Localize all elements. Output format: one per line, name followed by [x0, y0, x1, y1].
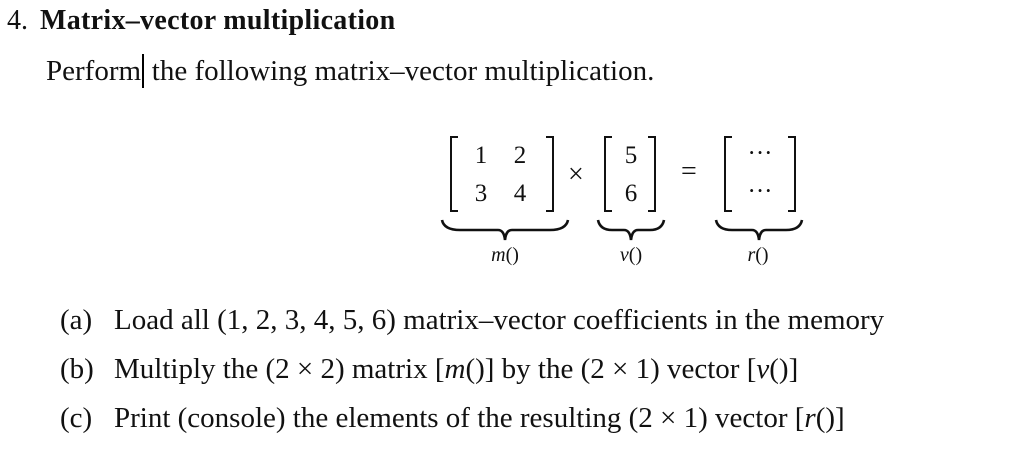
equals-operator: =: [681, 156, 697, 187]
result-left-bracket: [724, 136, 732, 212]
list-marker-a: (a): [60, 304, 93, 336]
result-cell-1: ···: [747, 140, 773, 167]
result-cell-2: ···: [747, 178, 773, 205]
result-reference: r: [804, 402, 816, 434]
vector-label: v(): [619, 244, 643, 266]
list-marker-b: (b): [60, 353, 94, 385]
text-cursor: [142, 54, 144, 88]
intro-text-before-caret: Perform: [46, 55, 142, 87]
vector-cell-1: 5: [624, 142, 638, 169]
multiply-operator: ×: [568, 159, 584, 190]
list-text-c-2: ()]: [815, 402, 845, 434]
list-text-b-3: ()]: [769, 353, 799, 385]
vector-underbrace-icon: [596, 219, 666, 241]
section-number: 4.: [7, 5, 28, 36]
matrix-label: m(): [491, 244, 519, 266]
matrix-cell-2-2: 4: [513, 180, 527, 207]
vector-left-bracket: [604, 136, 612, 212]
matrix-underbrace-icon: [440, 219, 570, 241]
intro-text-after-caret: the following matrix–vector multiplicati…: [144, 55, 655, 87]
list-marker-c: (c): [60, 402, 93, 434]
list-item-b: (b) Multiply the (2 × 2) matrix [m()] by …: [60, 351, 798, 387]
list-item-c: (c) Print (console) the elements of the r…: [60, 400, 845, 436]
intro-paragraph[interactable]: Perform the following matrix–vector mult…: [46, 52, 654, 90]
list-text-b-1: Multiply the (2 × 2) matrix [: [114, 353, 445, 385]
section-title: Matrix–vector multiplication: [40, 5, 396, 36]
matrix-left-bracket: [450, 136, 458, 212]
matrix-cell-1-2: 2: [513, 142, 527, 169]
list-item-a: (a) Load all (1, 2, 3, 4, 5, 6) matrix–ve…: [60, 302, 884, 338]
list-text-b-2: ()] by the (2 × 1) vector [: [465, 353, 757, 385]
matrix-cell-2-1: 3: [474, 180, 488, 207]
matrix-cell-1-1: 1: [474, 142, 488, 169]
list-text-c-1: Print (console) the elements of the resu…: [114, 402, 805, 434]
result-label: r(): [747, 244, 769, 266]
matrix-reference: m: [444, 353, 466, 385]
vector-right-bracket: [648, 136, 656, 212]
result-right-bracket: [788, 136, 796, 212]
matrix-right-bracket: [546, 136, 554, 212]
matrix-vector-equation: 1 2 3 4 m() × 5 6 v() = ··· ··· r(): [440, 136, 804, 266]
vector-reference: v: [756, 353, 770, 385]
result-underbrace-icon: [714, 219, 804, 241]
section-heading: 4. Matrix–vector multiplication: [7, 2, 395, 39]
list-text-a: Load all (1, 2, 3, 4, 5, 6) matrix–vecto…: [114, 304, 885, 336]
vector-cell-2: 6: [624, 180, 638, 207]
